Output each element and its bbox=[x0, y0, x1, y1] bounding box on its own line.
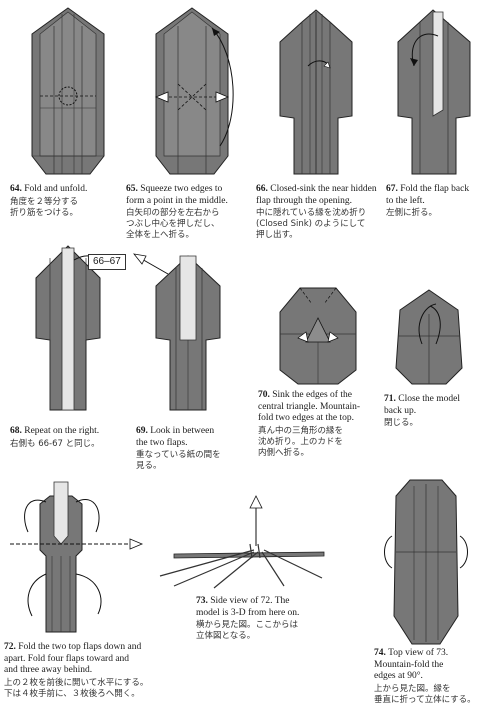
step-69-caption: 69. Look in between the two flaps. 重なってい… bbox=[136, 426, 221, 471]
step-66-diagram bbox=[279, 9, 353, 175]
step-71-diagram bbox=[395, 289, 463, 385]
step-70-diagram bbox=[279, 287, 357, 385]
step-74-diagram bbox=[384, 479, 468, 645]
step-70-caption: 70. Sink the edges of the central triang… bbox=[258, 390, 361, 458]
step-66-caption: 66. Closed-sink the near hidden flap thr… bbox=[256, 184, 377, 240]
step-68-diagram bbox=[35, 245, 103, 411]
step-67-diagram bbox=[397, 9, 471, 175]
repeat-steps-label: 66–67 bbox=[88, 254, 126, 270]
step-67-caption: 67. Fold the flap back to the left. 左側に折… bbox=[386, 184, 470, 218]
step-72-diagram bbox=[10, 481, 144, 633]
step-72-caption: 72. Fold the two top flaps down and apar… bbox=[4, 642, 149, 699]
step-73-diagram bbox=[159, 495, 325, 589]
step-69-diagram bbox=[155, 255, 221, 411]
step-73-caption: 73. Side view of 72. The model is 3-D fr… bbox=[196, 596, 300, 641]
view-direction-arrow bbox=[133, 253, 169, 275]
step-64-diagram bbox=[31, 7, 105, 175]
step-65-caption: 65. Squeeze two edges to form a point in… bbox=[126, 184, 228, 240]
step-65-diagram bbox=[154, 7, 234, 175]
step-74-caption: 74. Top view of 73. Mountain-fold the ed… bbox=[374, 648, 476, 705]
step-68-caption: 68. Repeat on the right. 右側も 66-67 と同じ。 bbox=[10, 426, 100, 449]
step-71-caption: 71. Close the model back up. 閉じる。 bbox=[384, 394, 460, 428]
step-64-caption: 64. Fold and unfold. 角度を２等分する 折り筋をつける。 bbox=[10, 184, 88, 218]
